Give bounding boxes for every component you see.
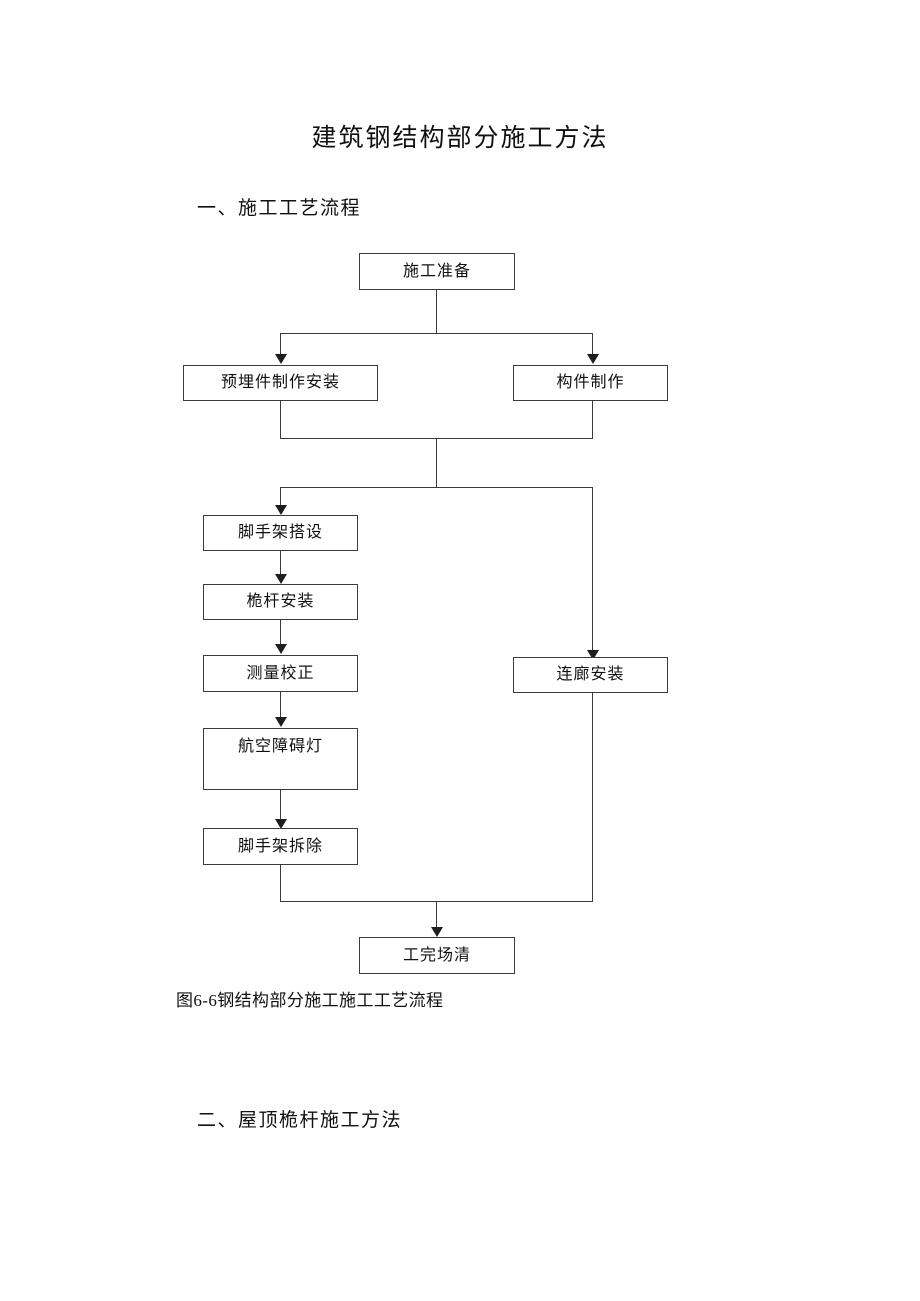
flow-node-aviation-light[interactable]: 航空障碍灯 <box>203 728 358 790</box>
construction-process-flowchart: 施工准备 预埋件制作安装 构件制作 <box>183 253 668 974</box>
flow-node-prep[interactable]: 施工准备 <box>359 253 515 290</box>
flow-node-corridor-label: 连廊安装 <box>556 666 625 684</box>
flow-node-site-cleanup-label: 工完场清 <box>402 946 471 964</box>
flow-node-prep-label: 施工准备 <box>402 262 471 280</box>
arrow-into-site-cleanup <box>431 927 443 937</box>
flow-node-embedded-parts[interactable]: 预埋件制作安装 <box>183 365 378 401</box>
connector-split-left-drop <box>280 333 281 357</box>
arrow-into-aviation-light <box>275 717 287 727</box>
connector-split-right-drop <box>592 333 593 357</box>
flow-node-scaffold-erect-label: 脚手架搭设 <box>237 524 323 542</box>
flow-node-mast-install[interactable]: 桅杆安装 <box>203 584 358 620</box>
arrow-into-scaffold-erect <box>275 505 287 515</box>
flow-node-survey-adjust[interactable]: 测量校正 <box>203 655 358 692</box>
connector-member-fab-down <box>592 401 593 439</box>
flow-node-member-fab[interactable]: 构件制作 <box>513 365 668 401</box>
flow-node-scaffold-remove[interactable]: 脚手架拆除 <box>203 828 358 865</box>
connector-split-lower-left-drop <box>280 487 281 508</box>
flow-node-mast-install-label: 桅杆安装 <box>246 593 315 611</box>
arrow-into-member-fab <box>587 354 599 364</box>
flow-node-survey-adjust-label: 测量校正 <box>246 664 315 682</box>
connector-split-bus <box>280 333 592 334</box>
flow-node-scaffold-erect[interactable]: 脚手架搭设 <box>203 515 358 551</box>
connector-embedded-parts-down <box>280 401 281 439</box>
arrow-into-mast-install <box>275 574 287 584</box>
section-heading-one: 一、施工工艺流程 <box>197 198 362 219</box>
flow-node-corridor[interactable]: 连廊安装 <box>513 657 668 693</box>
figure-caption: 图6-6钢结构部分施工施工工艺流程 <box>176 991 444 1010</box>
connector-corridor-down <box>592 693 593 902</box>
page-title: 建筑钢结构部分施工方法 <box>311 125 609 152</box>
arrow-into-embedded-parts <box>275 354 287 364</box>
flow-node-aviation-light-label: 航空障碍灯 <box>237 738 323 755</box>
arrow-into-corridor <box>587 650 599 660</box>
connector-final-down <box>436 901 437 930</box>
flow-node-member-fab-label: 构件制作 <box>556 374 625 392</box>
connector-merge-center-down <box>436 438 437 487</box>
connector-split-bus-lower <box>280 487 593 488</box>
connector-mast-install-down <box>280 620 281 647</box>
arrow-into-survey-adjust <box>275 644 287 654</box>
arrow-into-scaffold-remove <box>275 819 287 829</box>
flow-node-site-cleanup[interactable]: 工完场清 <box>359 937 515 974</box>
connector-scaffold-remove-down <box>280 865 281 902</box>
connector-aviation-light-down <box>280 790 281 822</box>
connector-scaffold-erect-down <box>280 551 281 577</box>
flow-node-scaffold-remove-label: 脚手架拆除 <box>237 837 323 855</box>
connector-split-lower-right-drop <box>592 487 593 653</box>
connector-prep-down <box>436 290 437 334</box>
section-heading-two: 二、屋顶桅杆施工方法 <box>197 1110 403 1131</box>
flow-node-embedded-parts-label: 预埋件制作安装 <box>220 374 340 392</box>
connector-survey-adjust-down <box>280 692 281 720</box>
